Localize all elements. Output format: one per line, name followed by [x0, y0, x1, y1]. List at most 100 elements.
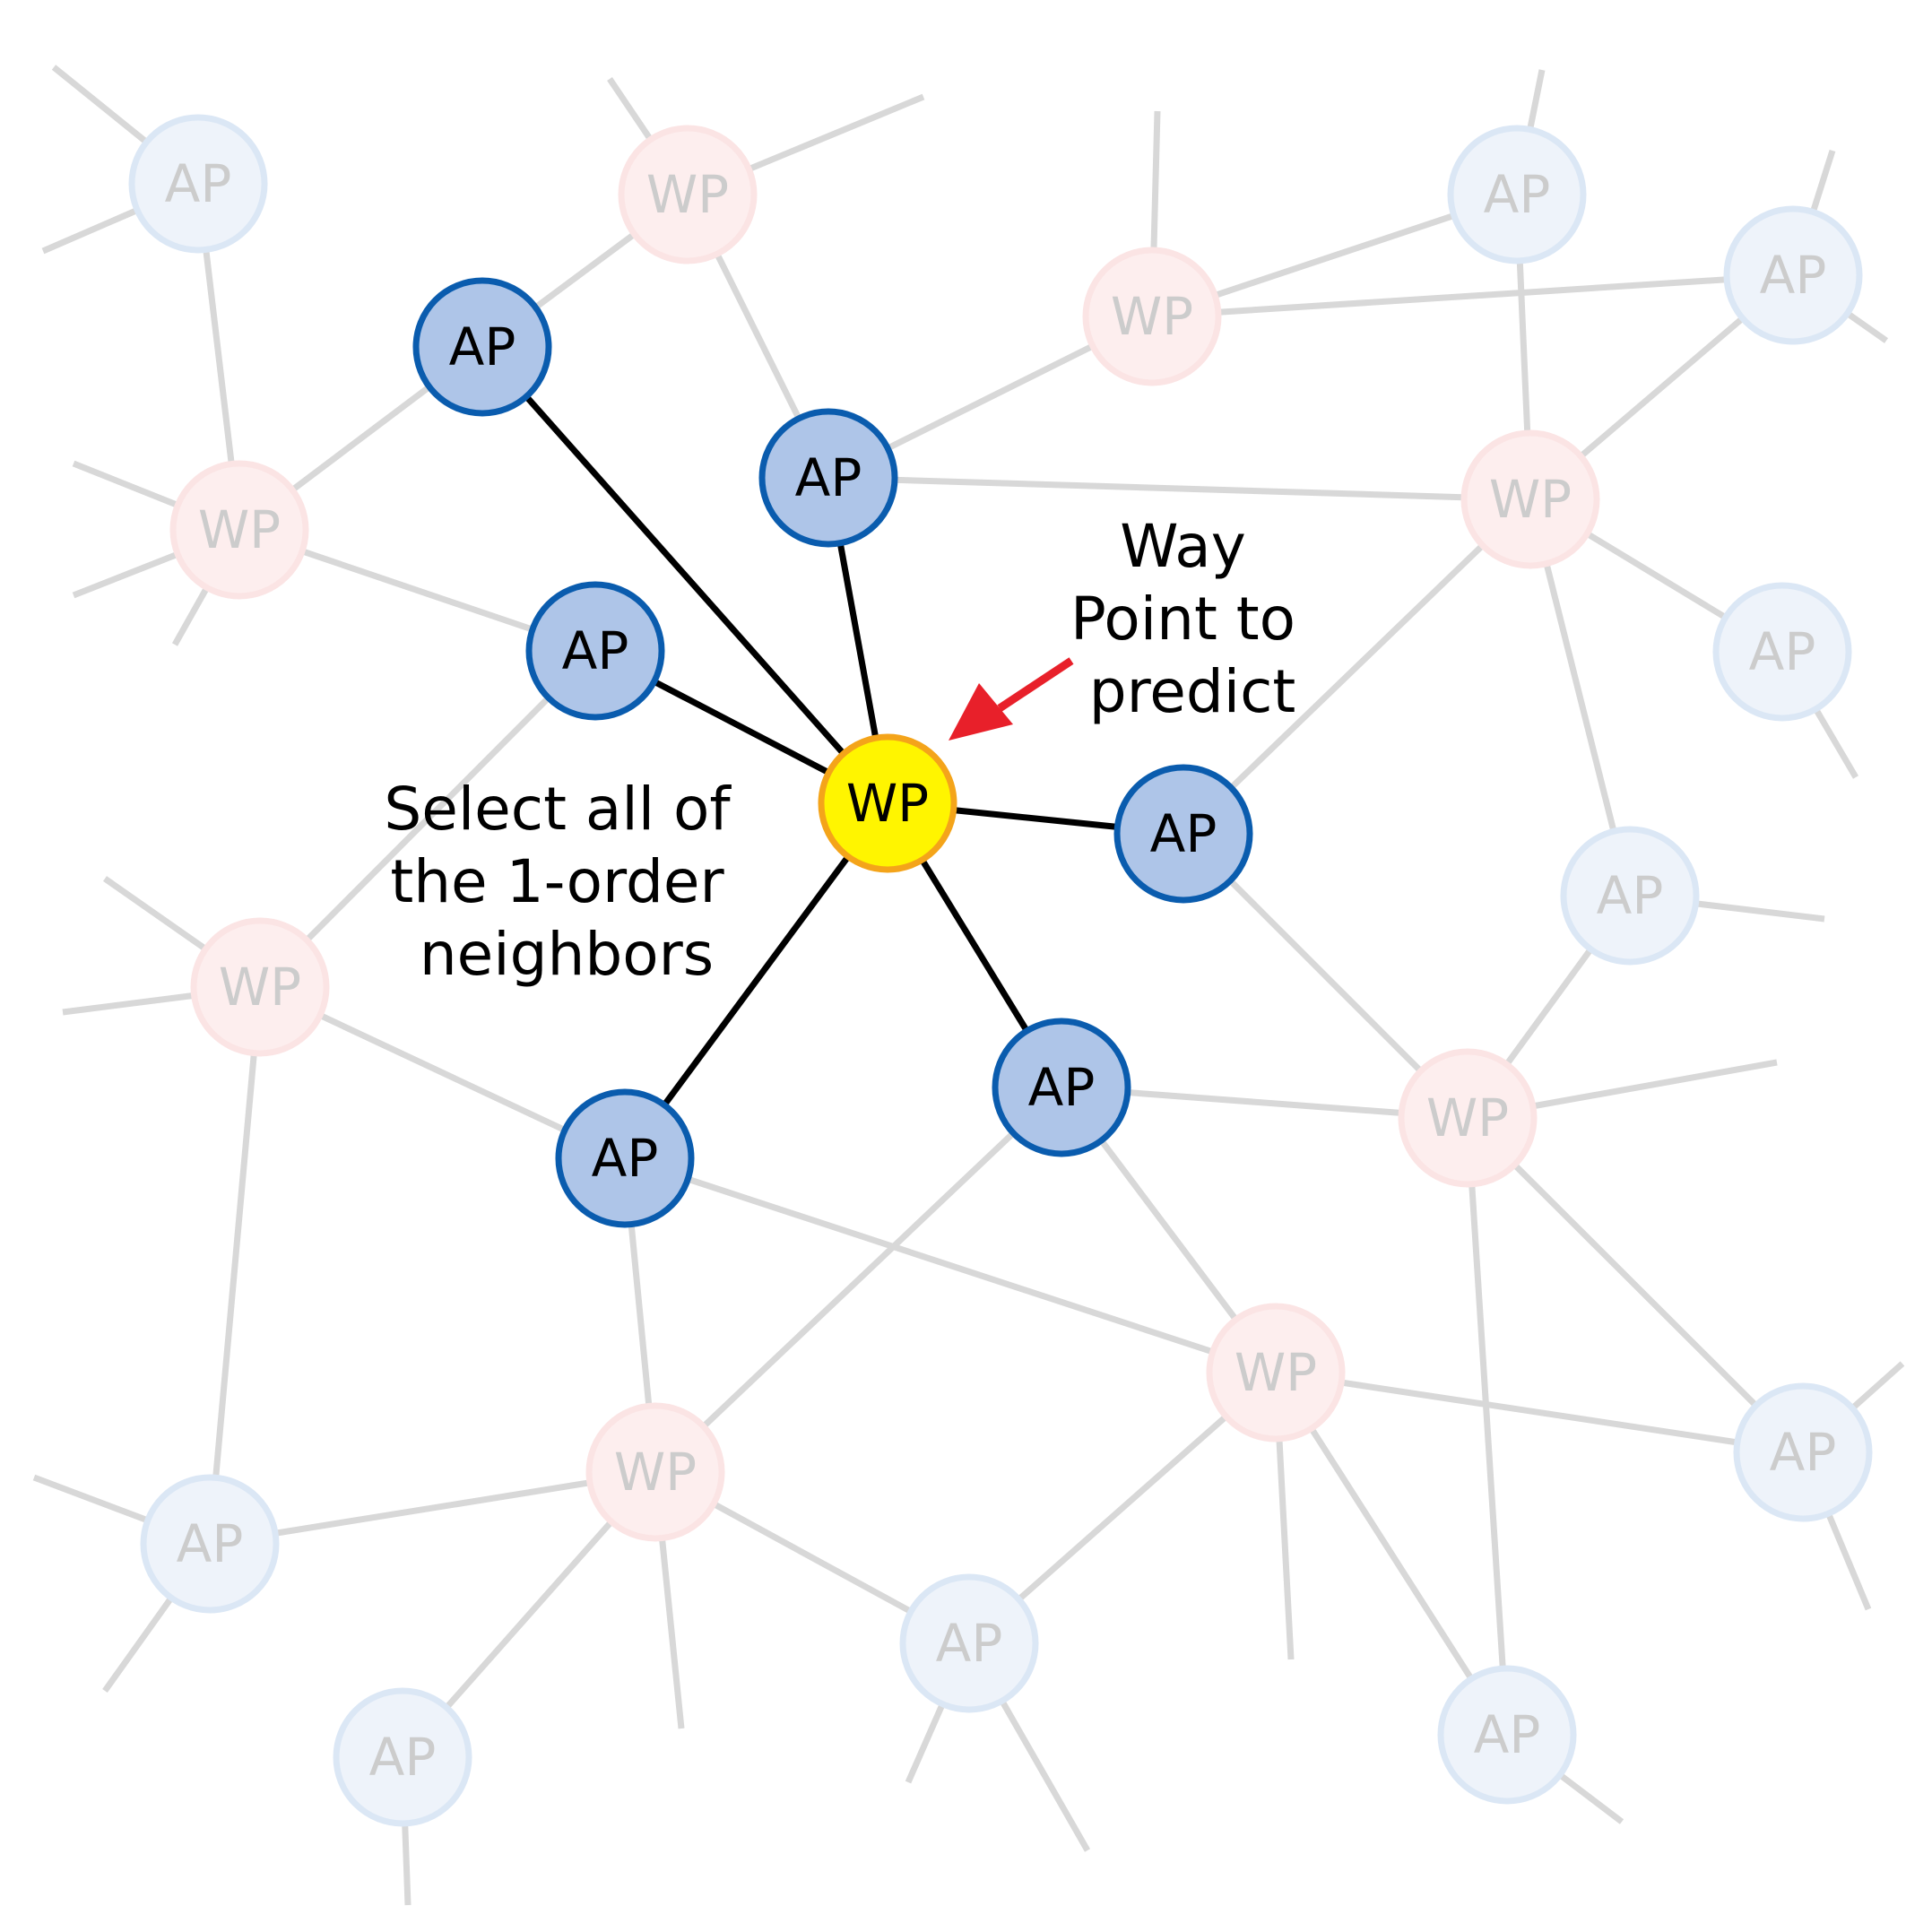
node-circle: [585, 1402, 725, 1542]
node-circle: [140, 1474, 280, 1614]
node-circle: [1560, 826, 1700, 966]
node-label: WP: [846, 773, 929, 834]
node-circle: [758, 408, 898, 548]
node-label: WP: [1111, 286, 1193, 347]
target-annotation-line-1: Way: [1120, 512, 1246, 581]
ap-node: AP: [128, 114, 268, 254]
node-label: AP: [795, 447, 862, 508]
node-circle: [525, 581, 665, 721]
node-circle: [1723, 205, 1863, 345]
ap-node: AP: [899, 1573, 1039, 1713]
node-label: AP: [1150, 803, 1217, 864]
ap-node: AP: [140, 1474, 280, 1614]
node-label: WP: [614, 1442, 697, 1503]
ap-node: AP: [1560, 826, 1700, 966]
faded-edge: [1275, 1369, 1804, 1456]
node-circle: [818, 733, 957, 873]
node-circle: [1712, 582, 1852, 722]
node-circle: [1206, 1303, 1346, 1443]
node-circle: [169, 460, 309, 600]
wp-node: WP: [585, 1402, 725, 1542]
ap-node: AP: [1712, 582, 1852, 722]
node-label: AP: [1028, 1057, 1096, 1118]
neighbor-ap-node: AP: [525, 581, 665, 721]
faded-edge: [209, 1468, 656, 1547]
node-label: AP: [449, 316, 516, 377]
wp-node: WP: [169, 460, 309, 600]
node-circle: [1113, 764, 1253, 904]
ap-node: AP: [333, 1687, 472, 1827]
node-label: AP: [1484, 164, 1551, 225]
neighbor-ap-node: AP: [992, 1018, 1131, 1157]
faded-edge: [1181, 497, 1533, 836]
select-annotation-line-1: Select all of: [384, 775, 732, 844]
node-circle: [1733, 1382, 1873, 1522]
node-label: WP: [1426, 1087, 1509, 1148]
node-label: WP: [646, 164, 729, 225]
select-annotation-line-2: the 1-order: [390, 847, 724, 916]
faded-edge: [1464, 1117, 1511, 1736]
node-circle: [190, 917, 330, 1057]
ap-node: AP: [1447, 125, 1587, 264]
node-circle: [1437, 1665, 1577, 1805]
neighbor-edge: [622, 801, 890, 1161]
wp-node: WP: [618, 125, 758, 264]
node-circle: [618, 125, 758, 264]
node-label: WP: [1489, 469, 1572, 530]
node-circle: [1447, 125, 1587, 264]
faded-edge: [827, 474, 1531, 503]
select-annotation-line-3: neighbors: [420, 920, 714, 989]
wp-node: WP: [1460, 429, 1600, 569]
faded-edge: [257, 648, 598, 990]
node-label: AP: [562, 620, 629, 681]
target-annotation-line-3: predict: [1089, 657, 1296, 726]
node-label: AP: [1474, 1704, 1541, 1765]
faded-edge: [1151, 272, 1794, 320]
node-circle: [1460, 429, 1600, 569]
graph-nodes: AP WP WP AP AP WP WP AP AP WP WP WP WP AP AP AP AP AP AP AP…: [128, 114, 1873, 1827]
node-label: WP: [219, 957, 301, 1018]
select-annotation: Select all of the 1-order neighbors: [384, 775, 749, 989]
ap-node: AP: [1437, 1665, 1577, 1805]
node-circle: [899, 1573, 1039, 1713]
node-label: AP: [177, 1513, 244, 1574]
target-arrow-icon: [949, 657, 1074, 741]
node-label: AP: [1597, 865, 1664, 926]
wp-node: WP: [190, 917, 330, 1057]
target-annotation-line-2: Point to: [1070, 585, 1295, 654]
ap-node: AP: [1723, 205, 1863, 345]
ap-node: AP: [1733, 1382, 1873, 1522]
node-circle: [412, 277, 552, 417]
neighbor-ap-node: AP: [412, 277, 552, 417]
node-label: WP: [198, 499, 281, 560]
node-label: AP: [369, 1727, 437, 1788]
node-circle: [333, 1687, 472, 1827]
target-annotation: Way Point to predict: [1070, 512, 1314, 726]
node-label: AP: [936, 1613, 1003, 1674]
neighbor-ap-node: AP: [1113, 764, 1253, 904]
node-circle: [992, 1018, 1131, 1157]
node-label: AP: [1760, 245, 1827, 306]
node-label: AP: [1749, 621, 1816, 682]
faded-edge: [653, 1085, 1064, 1475]
wp-node: WP: [1206, 1303, 1346, 1443]
node-circle: [1082, 247, 1222, 386]
node-circle: [1398, 1048, 1538, 1188]
node-circle: [555, 1088, 695, 1228]
node-label: AP: [165, 153, 232, 214]
faded-edge: [1465, 1115, 1806, 1455]
neighbor-edge: [480, 344, 890, 806]
wp-node: WP: [1398, 1048, 1538, 1188]
node-label: AP: [1770, 1422, 1837, 1483]
node-circle: [128, 114, 268, 254]
faded-edge: [206, 986, 264, 1545]
target-wp-node: WP: [818, 733, 957, 873]
neighbor-ap-node: AP: [555, 1088, 695, 1228]
faded-edge: [1273, 1371, 1510, 1737]
wp-node: WP: [1082, 247, 1222, 386]
neighbor-ap-node: AP: [758, 408, 898, 548]
node-label: WP: [1235, 1342, 1317, 1403]
node-label: AP: [592, 1128, 659, 1189]
faded-edge: [623, 1155, 1278, 1376]
